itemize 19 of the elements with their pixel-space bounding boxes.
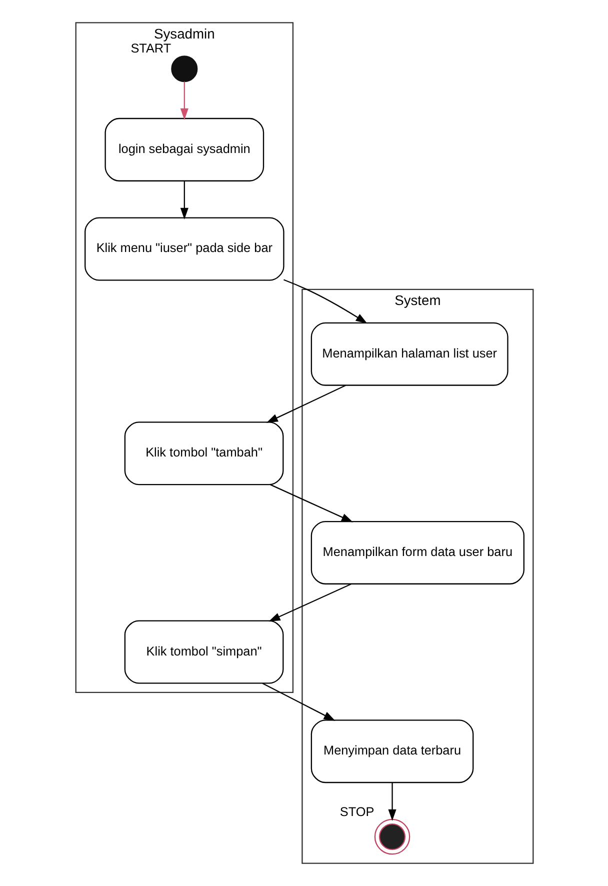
arrow <box>180 82 188 120</box>
node-box: Menyimpan data terbaru <box>310 720 474 784</box>
node-box: Klik tombol "tambah" <box>124 422 284 486</box>
node-box: Klik tombol "simpan" <box>124 620 284 684</box>
node-circle <box>374 818 410 855</box>
arrow <box>269 484 353 522</box>
arrow <box>180 181 188 220</box>
arrow <box>268 583 352 622</box>
arrow <box>283 279 367 324</box>
node-box: Menampilkan form data user baru <box>310 520 524 584</box>
node-label: STOP <box>339 804 374 819</box>
arrow <box>388 782 396 821</box>
arrow <box>266 384 346 423</box>
node-label: START <box>130 41 171 56</box>
node-circle <box>170 56 198 82</box>
node-box: Menampilkan halaman list user <box>310 322 508 386</box>
arrow <box>262 682 335 721</box>
node-box: Klik menu "iuser" pada side bar <box>84 217 284 281</box>
node-box: login sebagai sysadmin <box>104 118 264 182</box>
